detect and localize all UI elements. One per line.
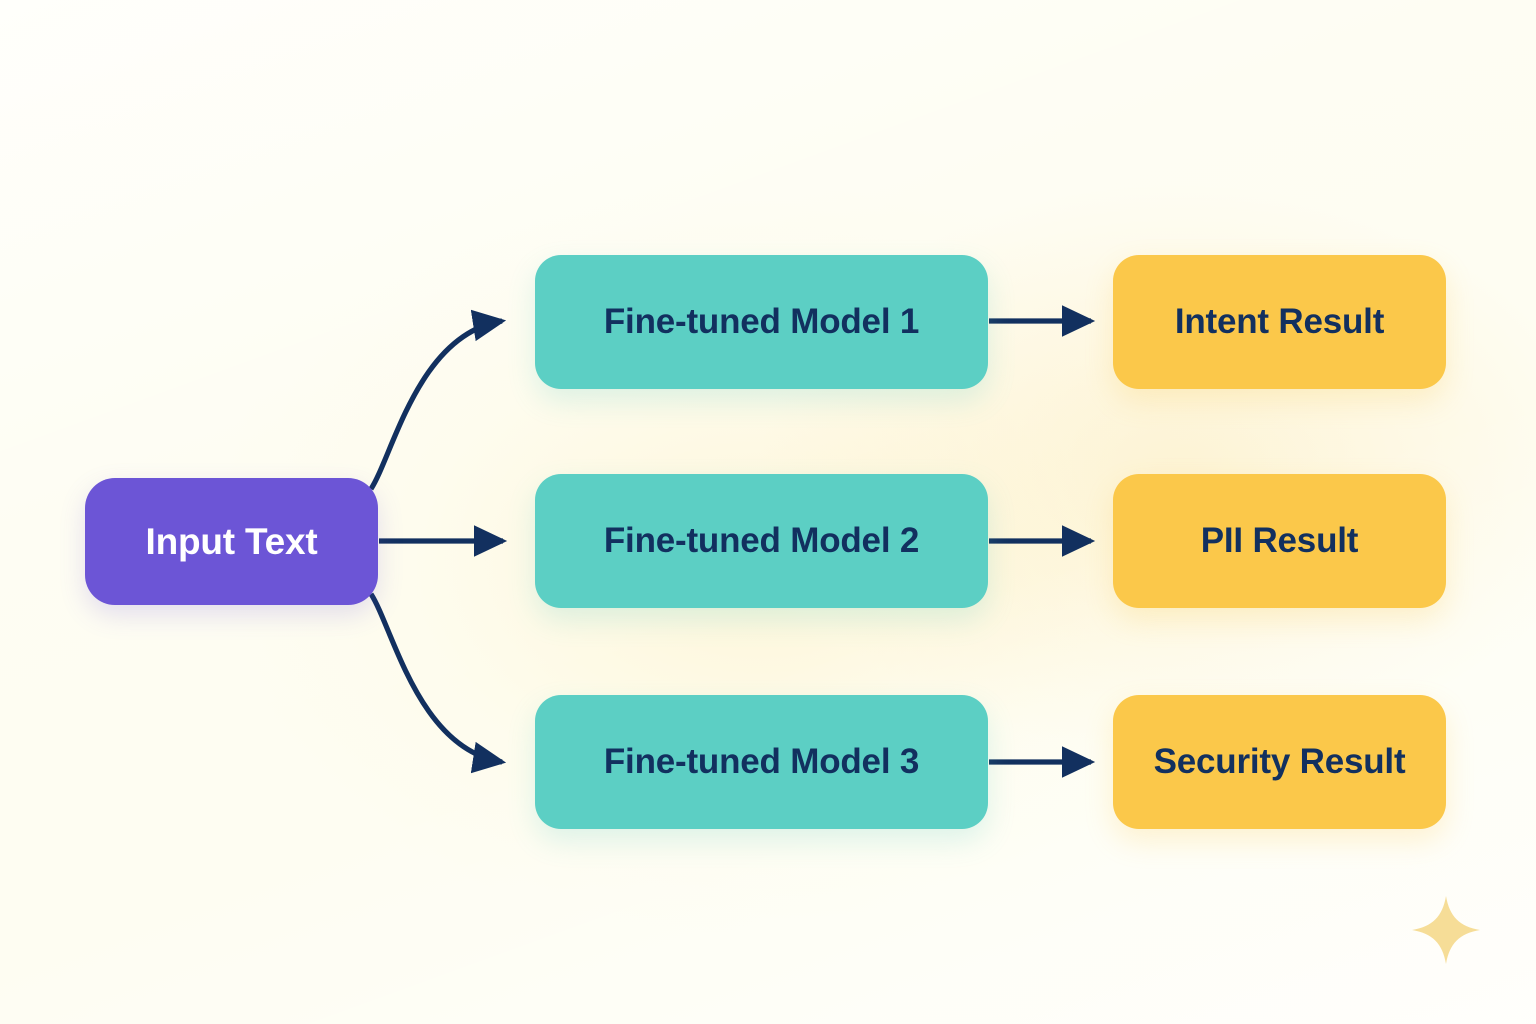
node-fine-tuned-model-3-label: Fine-tuned Model 3	[603, 742, 920, 781]
node-fine-tuned-model-2[interactable]: Fine-tuned Model 2	[535, 474, 988, 608]
node-intent-result[interactable]: Intent Result	[1113, 255, 1446, 389]
node-security-result[interactable]: Security Result	[1113, 695, 1446, 829]
node-input-text[interactable]: Input Text	[85, 478, 378, 605]
node-pii-result[interactable]: PII Result	[1113, 474, 1446, 608]
node-fine-tuned-model-3[interactable]: Fine-tuned Model 3	[535, 695, 988, 829]
node-fine-tuned-model-2-label: Fine-tuned Model 2	[603, 521, 920, 560]
node-security-result-label: Security Result	[1153, 742, 1406, 781]
sparkle-icon	[1412, 896, 1480, 964]
node-input-text-label: Input Text	[145, 520, 318, 562]
edge-input-to-model-3	[368, 592, 507, 774]
node-intent-result-label: Intent Result	[1174, 302, 1385, 341]
node-pii-result-label: PII Result	[1200, 521, 1359, 560]
node-fine-tuned-model-1[interactable]: Fine-tuned Model 1	[535, 255, 988, 389]
edge-input-to-model-1	[368, 309, 507, 491]
node-fine-tuned-model-1-label: Fine-tuned Model 1	[603, 302, 920, 341]
